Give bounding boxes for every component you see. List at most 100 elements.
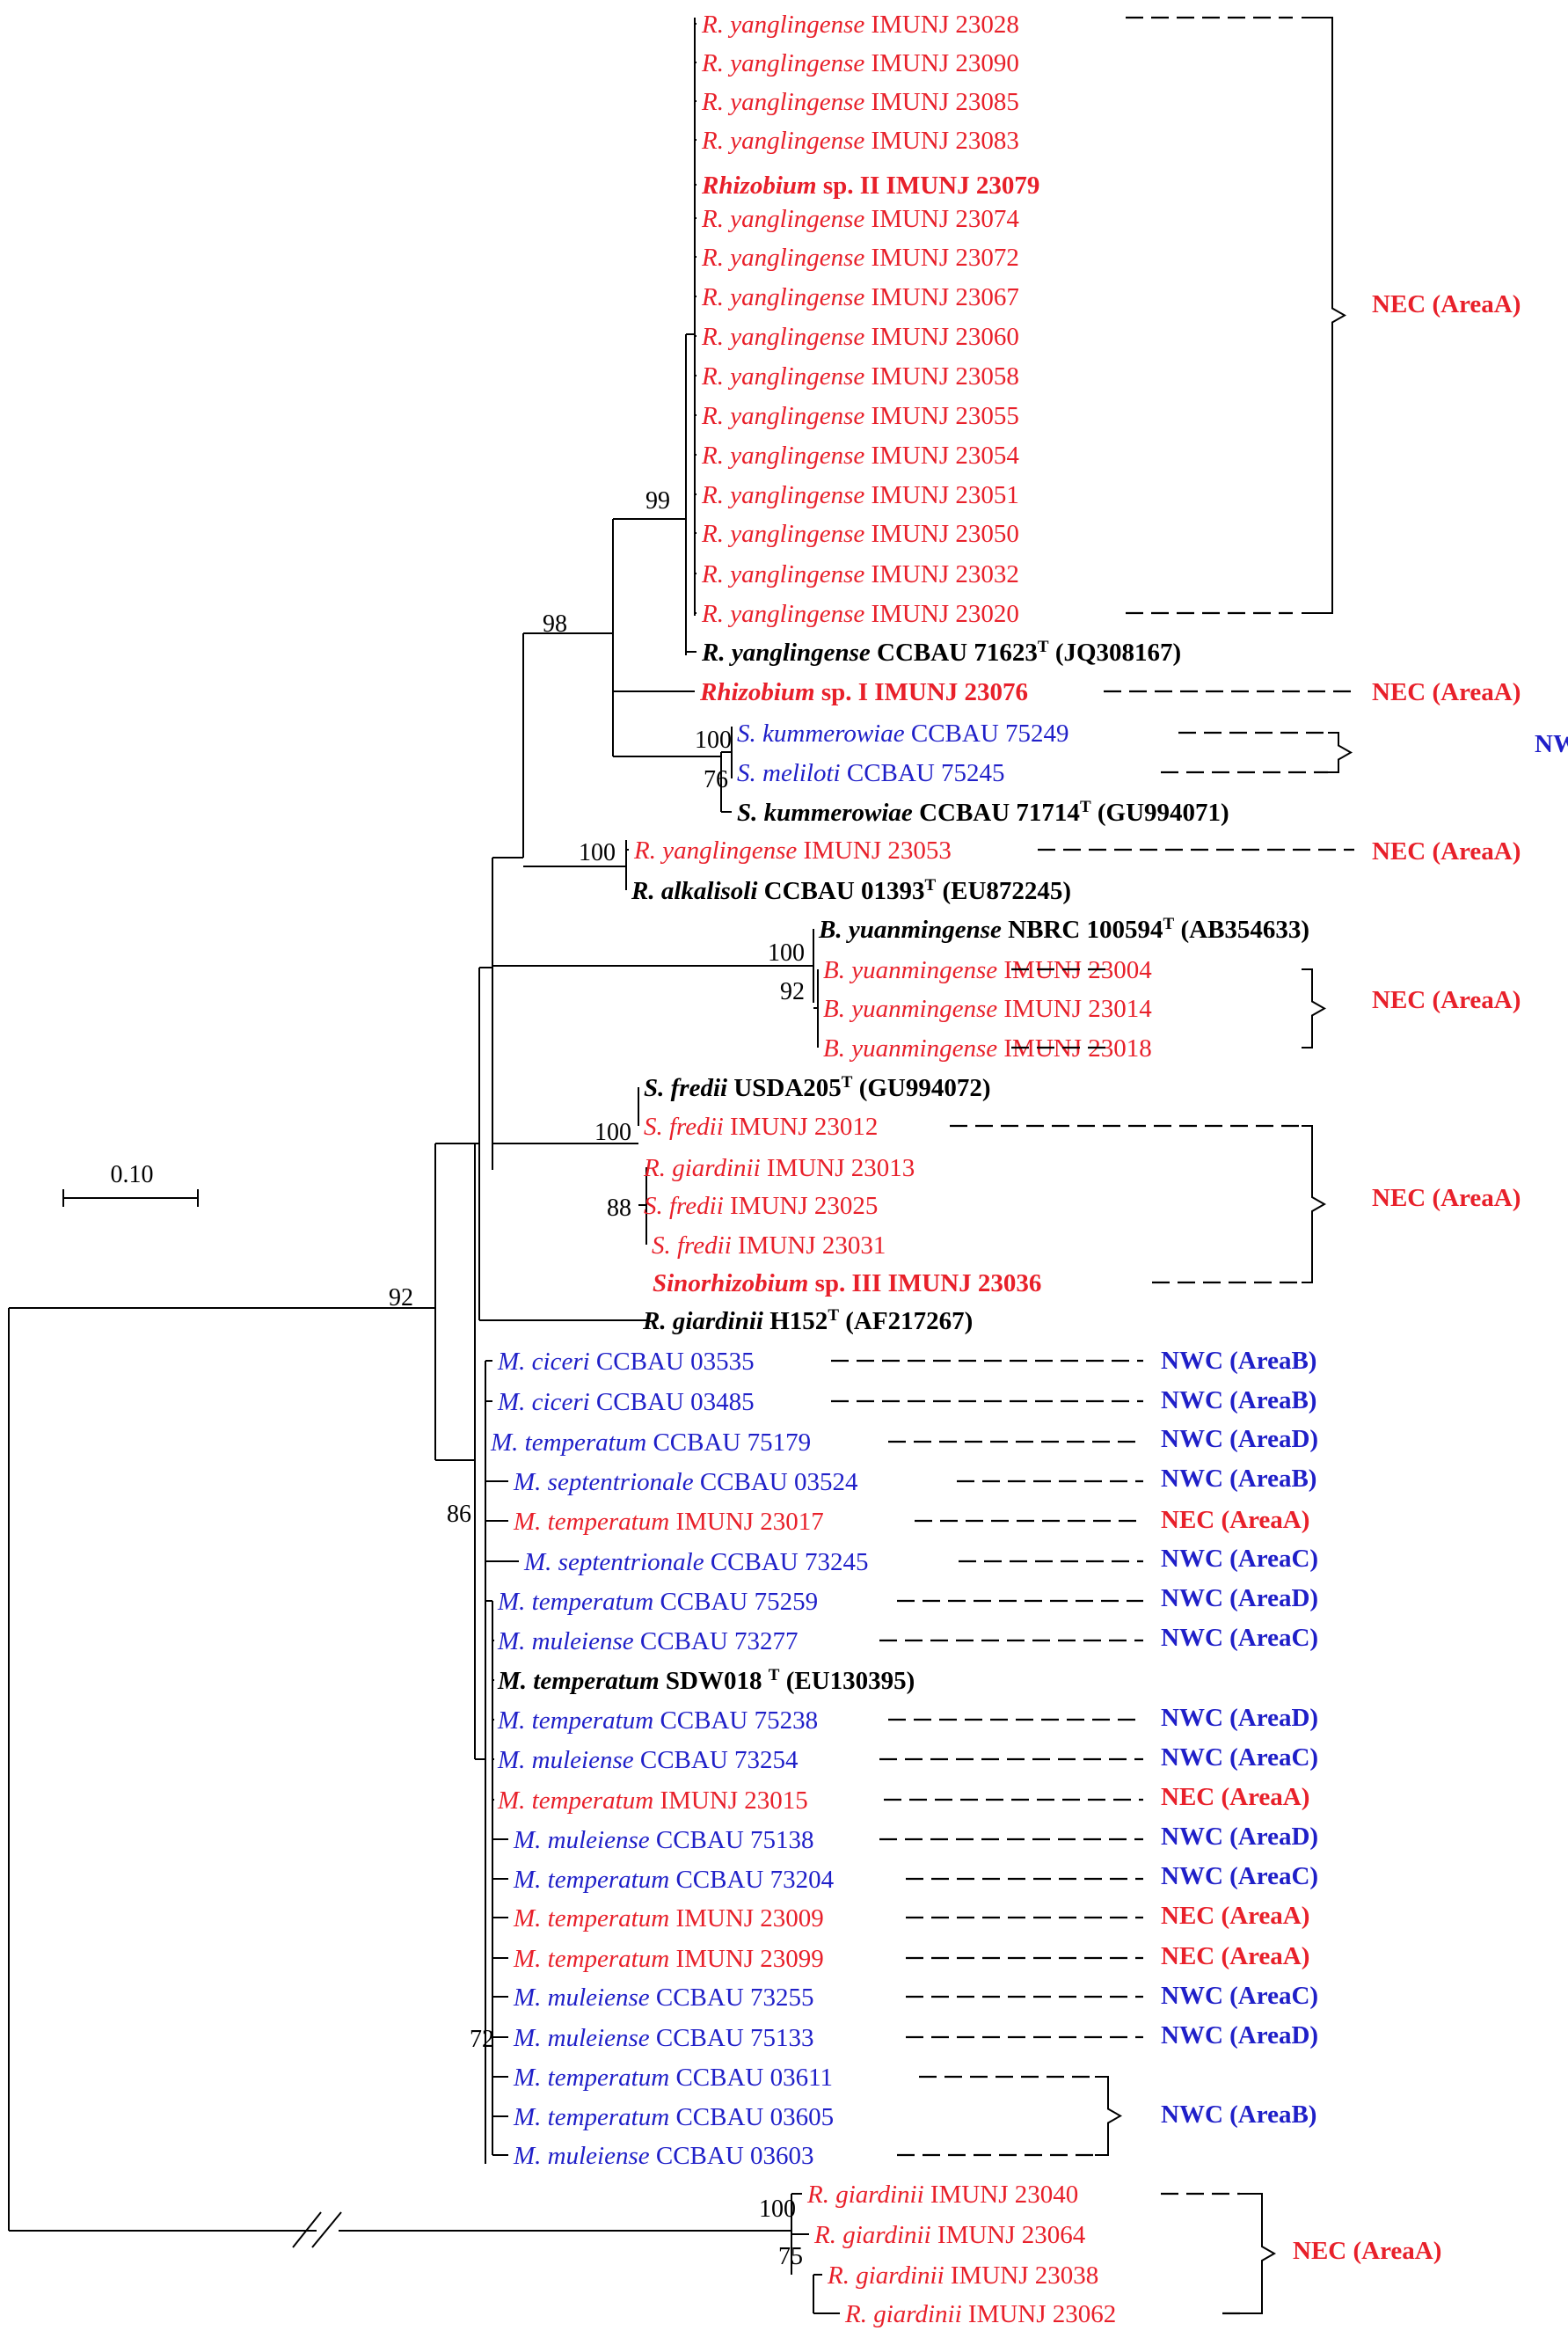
taxon-strain: IMUNJ 23025 <box>724 1192 879 1220</box>
taxon-label: R. giardinii IMUNJ 23040 <box>806 2181 1078 2209</box>
taxon-label: M. temperatum CCBAU 03611 <box>513 2064 833 2092</box>
group-label: NWC (AreaD) <box>1161 2021 1318 2049</box>
taxon-label: M. muleiense CCBAU 73277 <box>497 1627 799 1655</box>
taxon-label: R. yanglingense IMUNJ 23072 <box>701 244 1019 272</box>
taxon-genus: R. alkalisoli <box>631 877 757 905</box>
bootstrap-value: 100 <box>759 2196 796 2223</box>
taxon-genus: R. yanglingense <box>701 127 864 155</box>
bootstrap-value: 100 <box>695 727 732 754</box>
taxon-strain: CCBAU 03603 <box>650 2142 814 2170</box>
accession-number: (EU872245) <box>936 877 1071 905</box>
taxon-strain: IMUNJ 23013 <box>761 1154 915 1182</box>
type-strain-mark: T <box>1163 915 1175 933</box>
taxon-label: S. fredii IMUNJ 23012 <box>644 1113 878 1141</box>
clade-brace <box>1302 17 1347 614</box>
group-label: NEC (AreaA) <box>1372 290 1521 318</box>
group-label: NEC (AreaA) <box>1161 1942 1309 1970</box>
scale-bar-label: 0.10 <box>111 1161 154 1188</box>
taxon-label: M. muleiense CCBAU 73255 <box>513 1984 814 2012</box>
taxon-strain: CCBAU 73254 <box>634 1746 799 1774</box>
taxon-strain: CCBAU 75245 <box>841 759 1005 787</box>
taxon-strain: CCBAU 03611 <box>669 2064 833 2092</box>
taxon-label: S. kummerowiae CCBAU 75249 <box>737 720 1069 748</box>
taxon-genus: R. yanglingense <box>701 362 864 391</box>
taxon-genus: R. yanglingense <box>701 244 864 272</box>
taxon-label: R. yanglingense IMUNJ 23074 <box>701 205 1019 233</box>
taxon-label: M. ciceri CCBAU 03485 <box>497 1388 755 1416</box>
taxon-strain: IMUNJ 23012 <box>724 1113 879 1141</box>
taxon-genus: B. yuanmingense <box>823 995 997 1023</box>
accession-number: (AB354633) <box>1174 916 1309 944</box>
clade-brace <box>1302 1125 1327 1283</box>
taxon-genus: R. yanglingense <box>701 402 864 430</box>
taxon-label: S. kummerowiae CCBAU 71714T (GU994071) <box>737 798 1229 828</box>
taxon-label: R. yanglingense IMUNJ 23058 <box>701 362 1019 391</box>
taxon-strain: sp. III IMUNJ 23036 <box>808 1269 1041 1297</box>
taxon-genus: R. yanglingense <box>701 560 864 588</box>
taxon-strain: NBRC 100594 <box>1002 916 1163 944</box>
taxon-genus: R. yanglingense <box>701 323 864 351</box>
taxon-strain: CCBAU 03524 <box>694 1468 858 1496</box>
taxon-genus: M. temperatum <box>513 1866 669 1894</box>
taxon-label: R. giardinii IMUNJ 23013 <box>643 1154 915 1182</box>
taxon-genus: R. giardinii <box>844 2300 962 2328</box>
taxon-label: B. yuanmingense IMUNJ 23018 <box>823 1034 1152 1063</box>
taxon-label: S. meliloti CCBAU 75245 <box>737 759 1005 787</box>
taxon-label: M. temperatum CCBAU 75179 <box>490 1428 811 1457</box>
taxon-genus: R. giardinii <box>806 2181 924 2209</box>
taxon-label: M. temperatum CCBAU 75238 <box>497 1706 818 1735</box>
taxon-genus: Rhizobium <box>699 678 815 706</box>
taxon-strain: IMUNJ 23083 <box>864 127 1019 155</box>
taxon-label: R. yanglingense CCBAU 71623T (JQ308167) <box>701 638 1181 668</box>
taxon-label: M. temperatum IMUNJ 23099 <box>513 1945 824 1973</box>
taxon-label: Sinorhizobium sp. III IMUNJ 23036 <box>653 1269 1041 1297</box>
taxon-label: S. fredii IMUNJ 23031 <box>652 1231 886 1260</box>
taxon-strain: IMUNJ 23040 <box>924 2181 1079 2209</box>
taxon-strain: IMUNJ 23060 <box>864 323 1019 351</box>
group-label: NWC (AreaB) <box>1161 1465 1316 1493</box>
bootstrap-value: 92 <box>389 1284 413 1311</box>
taxon-label: M. muleiense CCBAU 03603 <box>513 2142 814 2170</box>
taxon-label: R. yanglingense IMUNJ 23083 <box>701 127 1019 155</box>
taxon-label: R. alkalisoli CCBAU 01393T (EU872245) <box>631 876 1071 906</box>
taxon-strain: IMUNJ 23051 <box>864 481 1019 509</box>
taxon-genus: R. giardinii <box>642 1307 763 1335</box>
taxon-strain: sp. I IMUNJ 23076 <box>815 678 1029 706</box>
taxon-genus: M. muleiense <box>513 1984 650 2012</box>
group-label: NWC (AreaD) <box>1161 1425 1318 1453</box>
type-strain-mark: T <box>1038 638 1049 656</box>
taxon-label: R. giardinii IMUNJ 23064 <box>813 2221 1086 2249</box>
taxon-strain: IMUNJ 23062 <box>962 2300 1117 2328</box>
taxon-label: R. yanglingense IMUNJ 23085 <box>701 88 1019 116</box>
taxon-label: R. yanglingense IMUNJ 23054 <box>701 442 1019 470</box>
group-label: NWC (AreaD) <box>1161 1823 1318 1851</box>
taxon-label: M. ciceri CCBAU 03535 <box>497 1348 755 1376</box>
taxon-strain: USDA205 <box>727 1074 842 1102</box>
taxon-genus: B. yuanmingense <box>823 1034 997 1063</box>
group-label: NEC (AreaA) <box>1161 1506 1309 1534</box>
group-label: NWC (AreaD) <box>1161 1584 1318 1612</box>
taxon-strain: IMUNJ 23015 <box>653 1786 808 1815</box>
taxon-genus: R. yanglingense <box>701 639 871 667</box>
group-label: NWC (AreaC) <box>1161 1982 1318 2010</box>
taxon-genus: M. temperatum <box>513 1508 669 1536</box>
taxon-genus: M. temperatum <box>497 1588 653 1616</box>
accession-number: (JQ308167) <box>1049 639 1182 667</box>
group-label: NEC (AreaA) <box>1161 1902 1309 1930</box>
taxon-strain: CCBAU 03535 <box>590 1348 755 1376</box>
taxon-genus: Rhizobium <box>701 172 817 200</box>
taxon-genus: S. fredii <box>644 1074 727 1102</box>
bootstrap-value: 88 <box>607 1195 631 1222</box>
taxon-label: R. yanglingense IMUNJ 23060 <box>701 323 1019 351</box>
taxon-label: R. yanglingense IMUNJ 23067 <box>701 283 1019 311</box>
taxon-genus: M. muleiense <box>513 2142 650 2170</box>
group-label: NWC (AreaC) <box>1161 1624 1318 1652</box>
taxon-strain: IMUNJ 23020 <box>864 600 1019 628</box>
taxon-strain: IMUNJ 23028 <box>864 11 1019 39</box>
group-label: NEC (AreaA) <box>1372 678 1521 706</box>
taxon-label: Rhizobium sp. I IMUNJ 23076 <box>699 678 1028 706</box>
taxon-strain: SDW018 <box>660 1667 769 1695</box>
taxon-genus: R. yanglingense <box>701 520 864 548</box>
taxon-genus: M. muleiense <box>513 2024 650 2052</box>
taxon-genus: S. kummerowiae <box>737 799 913 827</box>
